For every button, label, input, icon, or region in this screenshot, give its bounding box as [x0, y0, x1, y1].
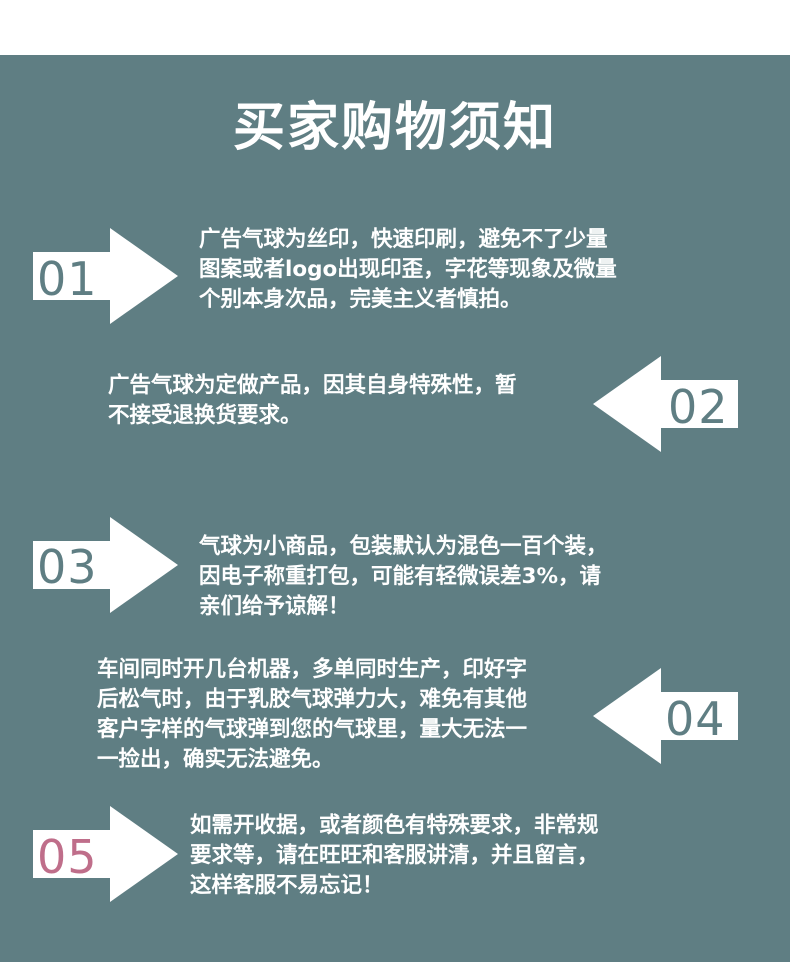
item-line: 个别本身次品，完美主义者慎拍。	[199, 287, 522, 312]
arrow-right-icon	[33, 228, 178, 324]
item-number: 03	[37, 540, 98, 594]
item-line: 气球为小商品，包装默认为混色一百个装，	[199, 534, 608, 559]
item-number: 05	[37, 830, 98, 884]
arrow-right-icon	[33, 806, 178, 902]
item-line: 这样客服不易忘记！	[190, 873, 384, 898]
item-line: 客户字样的气球弹到您的气球里，量大无法一	[97, 717, 528, 742]
item-line: 不接受退换货要求。	[108, 403, 302, 428]
page-title: 买家购物须知	[232, 98, 557, 158]
item-line: 广告气球为丝印，快速印刷，避免不了少量	[199, 227, 608, 252]
item-line: 广告气球为定做产品，因其自身特殊性，暂	[108, 373, 517, 398]
item-line: 要求等，请在旺旺和客服讲清，并且留言，	[190, 843, 599, 868]
item-line: 图案或者logo出现印歪，字花等现象及微量	[199, 257, 617, 282]
arrow-left-icon	[593, 356, 738, 452]
item-line: 一捡出，确实无法避免。	[97, 747, 334, 772]
item-line: 亲们给予谅解！	[199, 594, 350, 619]
notice-panel	[0, 55, 790, 962]
item-number: 02	[668, 380, 729, 434]
item-line: 车间同时开几台机器，多单同时生产，印好字	[97, 657, 528, 682]
item-line: 因电子称重打包，可能有轻微误差3%，请	[199, 564, 602, 589]
item-line: 后松气时，由于乳胶气球弹力大，难免有其他	[97, 687, 528, 712]
arrow-left-icon	[593, 668, 738, 764]
item-line: 如需开收据，或者颜色有特殊要求，非常规	[190, 813, 599, 838]
item-number: 01	[37, 252, 98, 306]
item-number: 04	[665, 692, 726, 746]
arrow-right-icon	[33, 517, 178, 613]
